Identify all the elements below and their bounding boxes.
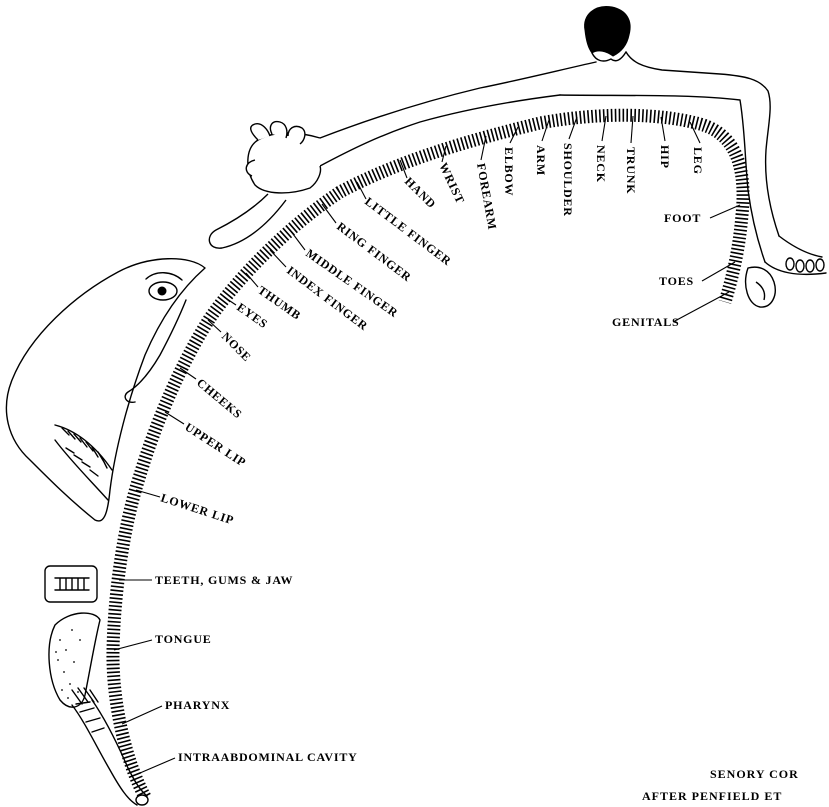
genitals-leader-line [673,292,729,322]
pharynx-leader-line [122,706,162,724]
hip-label: HIP [658,145,672,169]
pharynx-label: PHARYNX [165,698,230,712]
foot-leader-line [710,205,740,218]
toe [816,259,824,271]
jaw-box [45,566,97,602]
toe [786,258,794,270]
teeth [55,578,89,590]
toe [806,260,814,272]
leg-label: LEG [691,147,705,175]
body-figure [209,7,826,308]
tube-opening [136,795,148,805]
elbow-label: ELBOW [502,147,516,196]
nose-label: NOSE [219,329,254,364]
intraabdominal-leader-line [140,758,175,773]
foot-label: FOOT [664,211,701,225]
toes-label: TOES [659,274,694,288]
ring-finger-leader-line [322,204,336,223]
nose-leader-line [208,320,221,332]
teeth-figure [45,566,97,602]
tongue-label: TONGUE [155,632,212,646]
pupil [158,287,167,296]
index-finger-leader-line [270,250,286,267]
upper-lip-label: UPPER LIP [182,420,249,470]
upper-lip-leader-line [165,412,184,424]
hand-palm [248,133,321,193]
forearm-label: FOREARM [474,162,500,231]
torso-upper-contour [626,52,779,236]
shoulder-label: SHOULDER [561,143,575,217]
teeth-gums-jaw-label: TEETH, GUMS & JAW [155,573,293,587]
forearm-thumb [209,194,286,248]
cheeks-label: CHEEKS [194,376,245,422]
wrist-label: WRIST [436,160,467,206]
hair [585,7,631,56]
caption-line-2: AFTER PENFIELD ET [642,789,782,803]
toe [796,260,804,272]
neck-label: NECK [594,145,608,183]
trunk-label: TRUNK [624,147,638,194]
lower-lip-label: LOWER LIP [159,491,236,528]
caption-line-1: SENORY COR [710,767,799,781]
hand-label: HAND [402,174,439,211]
leg-leader-line [690,122,700,143]
cortex-band [113,115,743,797]
hip-leader-line [661,117,665,141]
genitals-figure [746,267,776,307]
genitals-label: GENITALS [612,315,680,329]
caption: SENORY COR AFTER PENFIELD ET [642,767,799,803]
intraabdominal-cavity-label: INTRAABDOMINAL CAVITY [178,750,358,764]
middle-finger-leader-line [290,230,305,250]
arm-label: ARM [534,145,548,176]
eyes-label: EYES [234,300,270,331]
